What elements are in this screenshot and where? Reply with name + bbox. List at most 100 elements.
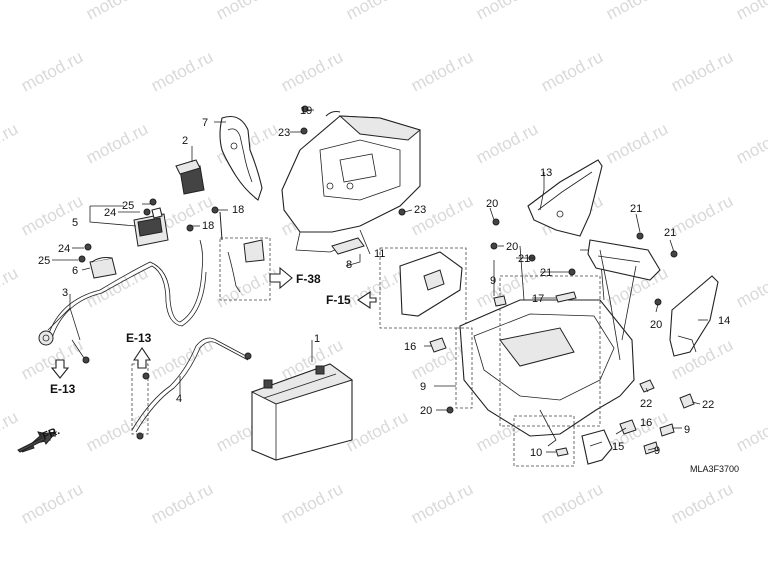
watermark-text: motod.ru <box>343 407 411 455</box>
callout-18b: 18 <box>202 220 214 232</box>
watermark-text: motod.ru <box>603 0 671 24</box>
watermark-text: motod.ru <box>343 0 411 24</box>
callout-10: 10 <box>530 447 542 459</box>
watermark-text: motod.ru <box>213 0 281 24</box>
callout-25b: 25 <box>38 255 50 267</box>
leader-lines <box>47 109 708 453</box>
watermark-text: motod.ru <box>538 47 606 95</box>
watermark-text: motod.ru <box>278 479 346 527</box>
ref-f38: F-38 <box>296 272 321 286</box>
callout-20b: 20 <box>506 241 518 253</box>
watermark-text: motod.ru <box>0 119 21 167</box>
fuse-box-part-2 <box>175 159 205 195</box>
callout-13: 13 <box>540 167 552 179</box>
reference-arrows <box>17 266 377 453</box>
cable-part-3 <box>38 239 207 364</box>
callout-24: 24 <box>104 207 116 219</box>
callout-20d: 20 <box>420 405 432 417</box>
battery-box-part-12 <box>281 110 422 253</box>
watermark-text: motod.ru <box>18 335 86 383</box>
watermark-text: motod.ru <box>603 119 671 167</box>
watermark-text: motod.ru <box>83 407 151 455</box>
callout-21c: 21 <box>540 267 552 279</box>
watermark-text: motod.ru <box>213 263 281 311</box>
callout-17: 17 <box>532 293 544 305</box>
bolt-icons-left <box>78 105 406 263</box>
watermark-text: motod.ru <box>733 119 768 167</box>
callout-1: 1 <box>314 333 320 345</box>
callout-15: 15 <box>612 441 624 453</box>
callout-4: 4 <box>176 393 182 405</box>
watermark-text: motod.ru <box>18 479 86 527</box>
watermark-text: motod.ru <box>18 47 86 95</box>
callout-9c: 9 <box>654 445 660 457</box>
relay-block-part-5 <box>133 207 169 247</box>
callout-19: 19 <box>300 105 312 117</box>
callout-14: 14 <box>718 315 730 327</box>
callout-23b: 23 <box>414 204 426 216</box>
pad-part-17 <box>555 291 577 303</box>
arrow-right-icon <box>269 266 293 290</box>
callout-22b: 22 <box>702 399 714 411</box>
callout-9: 9 <box>490 275 496 287</box>
callout-20: 20 <box>486 198 498 210</box>
watermark-text: motod.ru <box>83 119 151 167</box>
watermark-text: motod.ru <box>148 47 216 95</box>
watermark-text: motod.ru <box>83 0 151 24</box>
callout-3: 3 <box>62 287 68 299</box>
callout-21b: 21 <box>518 253 530 265</box>
harness-part-18 <box>219 211 271 301</box>
callout-9b: 9 <box>684 424 690 436</box>
watermark-text: motod.ru <box>473 0 541 24</box>
tray-part-11 <box>455 245 635 467</box>
holder-part-6 <box>89 256 117 279</box>
arrow-left-icon <box>357 290 377 310</box>
callout-16: 16 <box>404 341 416 353</box>
clip-part-15 <box>581 429 613 465</box>
callout-21: 21 <box>630 203 642 215</box>
battery-part-1 <box>250 363 354 461</box>
callout-23: 23 <box>278 127 290 139</box>
frame-rails <box>587 239 661 361</box>
callout-16b: 16 <box>640 417 652 429</box>
callout-2: 2 <box>182 135 188 147</box>
watermark-text: motod.ru <box>473 119 541 167</box>
callout-labels: 7 2 25 24 5 24 25 6 3 18 18 1 4 19 23 23… <box>38 105 730 459</box>
callout-11: 9 <box>420 381 426 393</box>
bracket-part-14 <box>669 275 719 357</box>
pad-part-8 <box>331 237 365 255</box>
ref-e13-top: E-13 <box>126 331 152 345</box>
ref-f15: F-15 <box>326 293 351 307</box>
watermark-text: motod.ru <box>0 407 21 455</box>
lid-part <box>379 247 467 329</box>
watermark-text: motod.ru <box>148 479 216 527</box>
watermark-text: motod.ru <box>668 191 736 239</box>
callout-12: 11 <box>374 248 385 260</box>
bracket-part-13 <box>527 159 603 237</box>
callout-20c: 20 <box>650 319 662 331</box>
diagram-code: MLA3F3700 <box>690 464 739 474</box>
callout-22: 22 <box>640 398 652 410</box>
callout-6: 6 <box>72 265 78 277</box>
watermark-text: motod.ru <box>668 47 736 95</box>
ref-e13-bottom: E-13 <box>50 382 76 396</box>
watermark-text: motod.ru <box>0 0 21 24</box>
watermark-text: motod.ru <box>278 47 346 95</box>
front-label: FR. <box>41 425 62 443</box>
bracket-part-7 <box>219 115 263 201</box>
callout-8: 8 <box>346 259 352 271</box>
callout-25: 25 <box>122 200 134 212</box>
arrow-up-icon <box>132 347 152 369</box>
watermark-text: motod.ru <box>408 479 476 527</box>
fastener-icons-right <box>429 218 695 457</box>
callout-24b: 24 <box>58 243 70 255</box>
watermark-text: motod.ru <box>733 263 768 311</box>
watermark-text: motod.ru <box>408 47 476 95</box>
watermark-text: motod.ru <box>0 263 21 311</box>
watermark-text: motod.ru <box>18 191 86 239</box>
watermark-text: motod.ru <box>733 407 768 455</box>
reference-labels: E-13 E-13 F-38 F-15 FR. MLA3F3700 <box>41 272 739 474</box>
watermark-text: motod.ru <box>538 479 606 527</box>
watermark-text: motod.ru <box>668 479 736 527</box>
